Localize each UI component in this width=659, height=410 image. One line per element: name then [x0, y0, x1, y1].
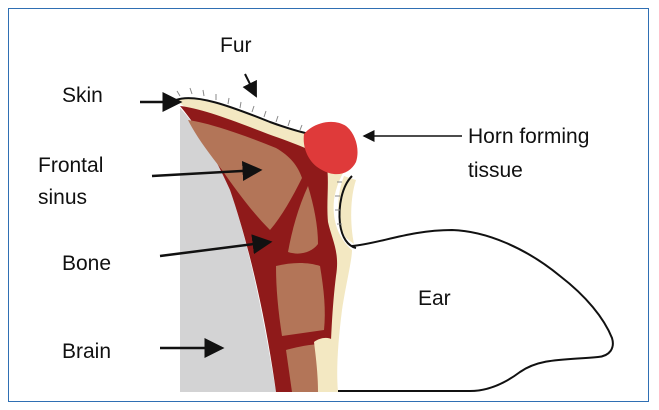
label-skin: Skin	[62, 84, 103, 107]
label-horn-forming: Horn forming	[468, 125, 589, 148]
label-tissue: tissue	[468, 159, 523, 182]
label-frontal: Frontal	[38, 154, 103, 177]
label-ear: Ear	[418, 287, 451, 310]
fur-arrow	[245, 74, 256, 96]
sinus-chamber-middle	[276, 263, 325, 336]
label-fur: Fur	[220, 34, 252, 57]
ear-base-skin	[338, 176, 356, 244]
label-sinus: sinus	[38, 186, 87, 209]
label-bone: Bone	[62, 252, 111, 275]
ear-outline	[338, 230, 613, 391]
label-brain: Brain	[62, 340, 111, 363]
